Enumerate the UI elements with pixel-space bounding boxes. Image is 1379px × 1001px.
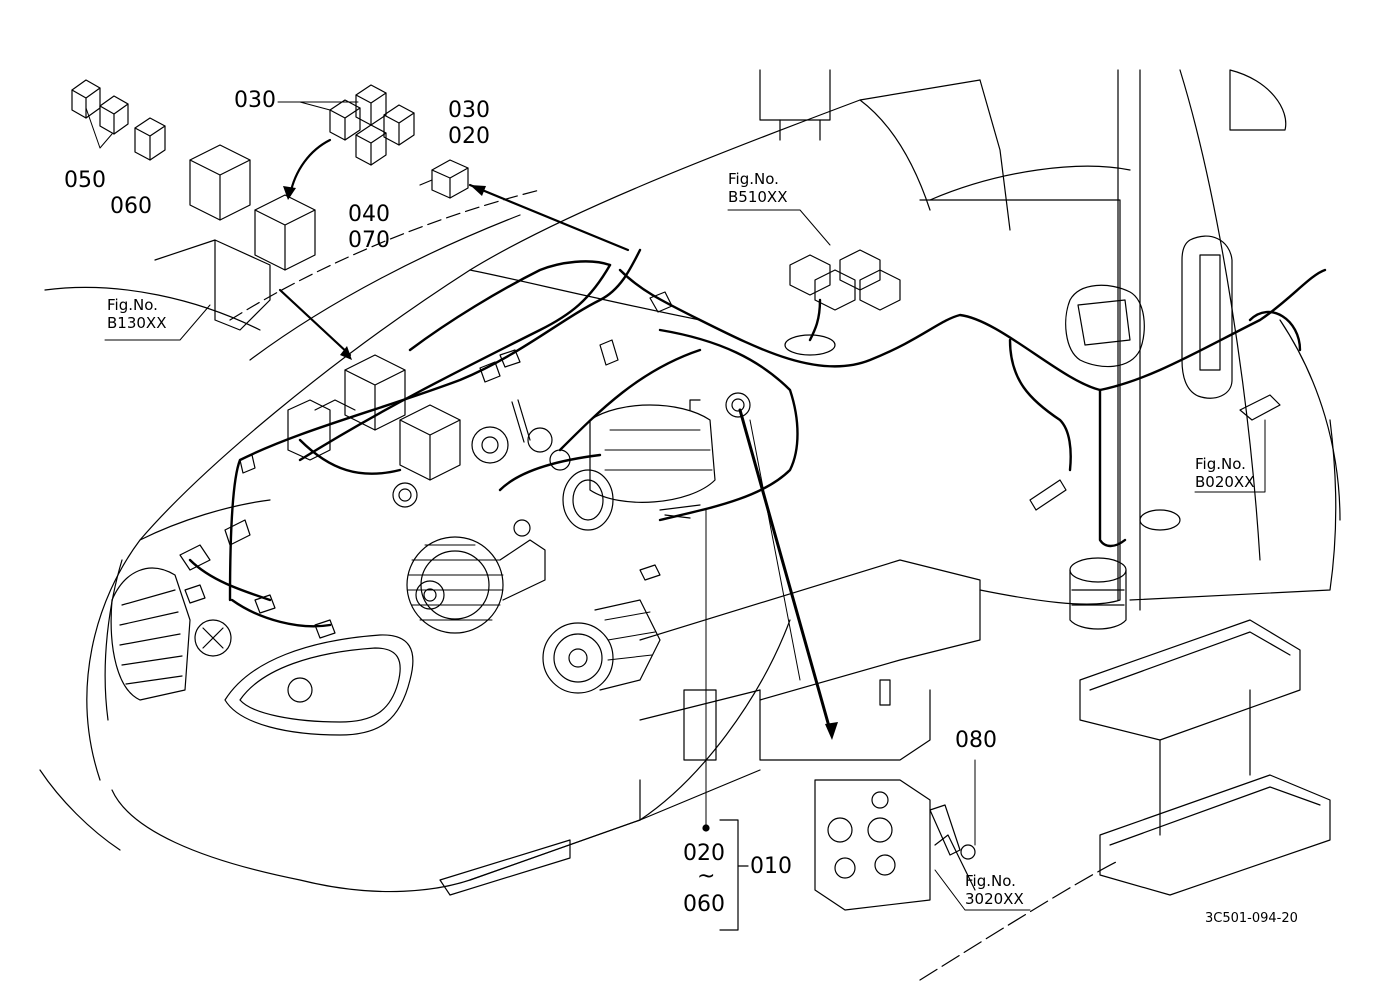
cab-frame: [759, 69, 1337, 611]
sensors: [179, 291, 1281, 639]
part-label-060-range: 060: [683, 892, 725, 917]
part-label-tilde: ~: [697, 864, 716, 889]
fuses-050: [71, 79, 129, 149]
drawing-number: 3C501-094-20: [1205, 911, 1298, 926]
part-label-030-b: 030: [448, 98, 490, 123]
fig-ref-b020-prefix: Fig.No.: [1195, 455, 1246, 473]
alternator: [406, 519, 546, 634]
fig-ref-3020-number: 3020XX: [965, 890, 1024, 908]
part-label-070: 070: [348, 228, 390, 253]
part-label-040: 040: [348, 202, 390, 227]
fig-ref-b510: Fig.No. B510XX: [728, 170, 787, 206]
headlight: [224, 634, 414, 736]
fig-ref-b130: Fig.No. B130XX: [107, 296, 166, 332]
part-label-020-top: 020: [448, 124, 490, 149]
fig-ref-b020: Fig.No. B020XX: [1195, 455, 1254, 491]
fig-ref-b130-prefix: Fig.No.: [107, 296, 158, 314]
part-label-010: 010: [750, 854, 792, 879]
fig-ref-b510-prefix: Fig.No.: [728, 170, 779, 188]
tractor-hood: [86, 79, 1011, 893]
fig-ref-3020-prefix: Fig.No.: [965, 872, 1016, 890]
bracket-010: [702, 509, 749, 931]
part-label-080: 080: [955, 728, 997, 753]
fuel-cap: [1069, 557, 1127, 630]
figure-leaders: [104, 209, 1266, 911]
arrowheads: [283, 185, 838, 740]
fuse-060: [134, 117, 166, 161]
relay-020: [419, 159, 469, 199]
part-label-060: 060: [110, 194, 152, 219]
work-lamp: [1065, 284, 1145, 368]
wheels: [39, 286, 1341, 981]
fig-ref-b020-number: B020XX: [1195, 473, 1255, 491]
part-label-020-range: 020: [683, 841, 725, 866]
steps: [1079, 619, 1331, 896]
ac-compressor: [542, 599, 661, 694]
harness-main: [188, 248, 1327, 628]
connector-cluster: [784, 249, 901, 356]
starter-motor: [527, 399, 716, 531]
part-label-030-a: 030: [234, 88, 276, 113]
part-label-050: 050: [64, 168, 106, 193]
cylinder-head: [814, 779, 976, 911]
fig-ref-3020: Fig.No. 3020XX: [965, 872, 1024, 908]
chassis-panels: [439, 559, 981, 896]
relay-blocks: [154, 144, 461, 481]
fuses-030: [277, 84, 415, 166]
fig-ref-b510-number: B510XX: [728, 188, 788, 206]
front-grille: [110, 567, 232, 701]
fig-ref-b130-number: B130XX: [107, 314, 167, 332]
